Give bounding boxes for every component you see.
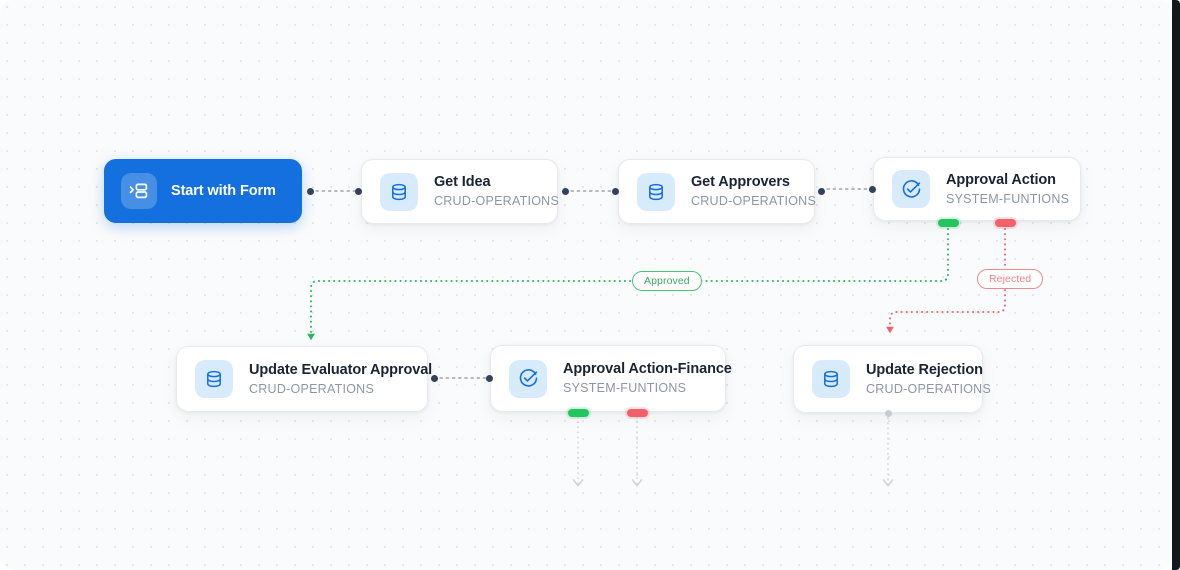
node-approval-action[interactable]: Approval Action SYSTEM-FUNTIONS [873,157,1081,221]
edge-approved[interactable] [307,228,949,341]
handle-get-approvers-input[interactable] [612,187,619,195]
node-get-approvers-text: Get Approvers CRUD-OPERATIONS [691,173,816,210]
check-circle-icon [892,170,930,208]
database-icon [812,360,850,398]
node-title: Get Idea [434,174,491,190]
node-title: Update Rejection [866,361,983,378]
node-subtitle: CRUD-OPERATIONS [434,194,560,209]
node-subtitle: CRUD-OPERATIONS [249,381,375,396]
edge-label-approved[interactable]: Approved [632,271,702,291]
database-icon [380,172,418,211]
handle-approval-action-input[interactable] [869,185,876,193]
form-layout-icon [121,173,157,209]
handle-approval-action-finance-approved[interactable] [568,409,589,417]
node-start-text: Start with Form [171,182,276,200]
node-title: Update Evaluator Approval [249,361,433,378]
handle-approval-action-finance-rejected[interactable] [627,409,648,417]
node-get-idea-text: Get Idea CRUD-OPERATIONS [434,173,559,210]
node-title: Get Approvers [691,174,790,190]
node-get-idea[interactable]: Get Idea CRUD-OPERATIONS [361,159,559,224]
node-update-evaluator-approval[interactable]: Update Evaluator Approval CRUD-OPERATION… [176,346,432,412]
node-subtitle: SYSTEM-FUNTIONS [946,191,1070,206]
database-icon [637,172,675,211]
handle-update-rejection-output[interactable] [885,410,892,417]
edge-label-rejected[interactable]: Rejected [977,269,1044,289]
node-get-approvers[interactable]: Get Approvers CRUD-OPERATIONS [618,159,816,224]
node-approval-action-finance[interactable]: Approval Action-Finance SYSTEM-FUNTIONS [490,345,732,412]
node-approval-action-text: Approval Action SYSTEM-FUNTIONS [946,171,1069,208]
handle-approval-action-finance-input[interactable] [486,375,493,382]
handle-get-approvers-output[interactable] [818,187,825,195]
node-title: Start with Form [171,182,276,199]
database-icon [195,360,233,398]
node-update-evaluator-approval-text: Update Evaluator Approval CRUD-OPERATION… [249,361,432,398]
node-update-rejection[interactable]: Update Rejection CRUD-OPERATIONS [793,345,991,413]
handle-get-idea-output[interactable] [562,187,569,195]
canvas-right-edge [1172,0,1180,570]
check-circle-icon [509,359,547,398]
node-title: Approval Action [946,171,1056,188]
handle-update-evaluator-approval-output[interactable] [431,375,438,382]
node-subtitle: CRUD-OPERATIONS [691,194,817,209]
node-subtitle: SYSTEM-FUNTIONS [563,381,687,396]
node-title: Approval Action-Finance [563,361,732,377]
node-approval-action-finance-text: Approval Action-Finance SYSTEM-FUNTIONS [563,360,732,397]
node-start-with-form[interactable]: Start with Form [104,159,302,223]
handle-approval-action-approved[interactable] [938,219,959,227]
node-subtitle: CRUD-OPERATIONS [866,381,992,396]
handle-approval-action-rejected[interactable] [995,219,1016,227]
handle-get-idea-input[interactable] [355,187,362,195]
node-update-rejection-text: Update Rejection CRUD-OPERATIONS [866,361,991,398]
handle-start-output[interactable] [307,187,314,195]
